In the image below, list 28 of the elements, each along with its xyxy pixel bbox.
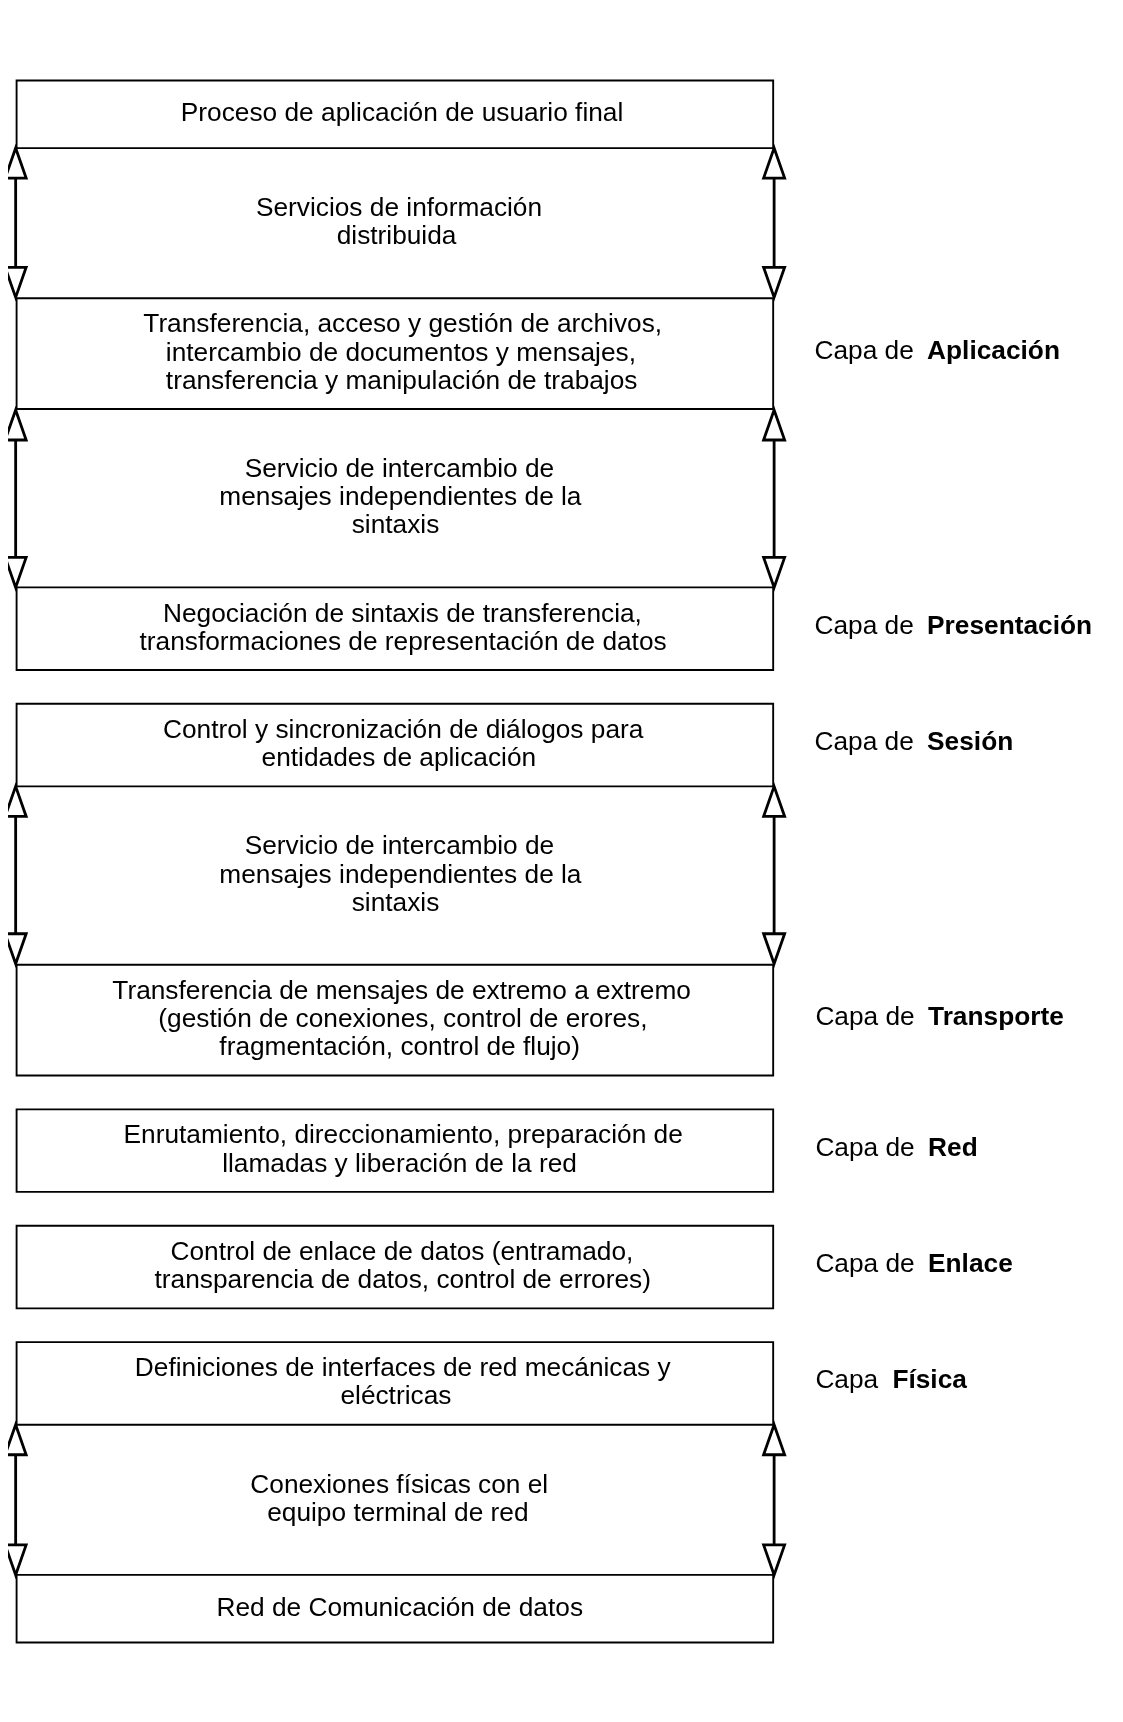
label: Servicio de intercambio de mensajes independientes de la sintaxis — [219, 829, 582, 917]
label: Servicios de información distribuida — [255, 191, 543, 250]
node-box: Transferencia, acceso y gestión de archivos, intercambio de documentos y mensajes, transferencia y manipulación de trabajos — [15, 296, 775, 410]
node-box: Definiciones de interfaces de red mecánicas y eléctricas — [15, 1340, 775, 1426]
node-box: Transferencia de mensajes de extremo a extremo (gestión de conexiones, control de erores, fragmentación, control de flujo) — [15, 963, 775, 1076]
arrow — [8, 405, 29, 592]
arrow — [8, 1419, 29, 1579]
node-label: Capa de Sesión — [814, 725, 1014, 756]
arrow — [761, 781, 787, 968]
node-label: Capa de Enlace — [815, 1247, 1013, 1278]
arrow — [8, 781, 29, 968]
label: Conexiones físicas con el equipo terminal de red — [250, 1468, 549, 1527]
node-box: Red de Comunicación de datos — [15, 1573, 775, 1643]
arrow — [761, 405, 787, 592]
arrow — [8, 143, 29, 302]
node-box: Proceso de aplicación de usuario final — [15, 79, 775, 149]
node-box: Negociación de sintaxis de transferencia, transformaciones de representación de datos — [15, 585, 775, 671]
node-label: Capa de Aplicación — [814, 334, 1060, 365]
label: Servicio de intercambio de mensajes independientes de la sintaxis — [219, 452, 582, 539]
node-label: Capa de Transporte — [815, 1000, 1064, 1031]
node-box: Enrutamiento, direccionamiento, preparación de llamadas y liberación de la red — [15, 1107, 775, 1193]
node-box: Control de enlace de datos (entramado, transparencia de datos, control de errores) — [15, 1224, 775, 1309]
node-box: Control y sincronización de diálogos para entidades de aplicación — [15, 702, 775, 787]
node-label: Capa de Red — [815, 1131, 978, 1162]
arrow — [761, 1419, 787, 1579]
node-label: Capa Física — [815, 1363, 967, 1394]
arrow — [761, 143, 787, 302]
node-label: Capa de Presentación — [814, 609, 1093, 640]
